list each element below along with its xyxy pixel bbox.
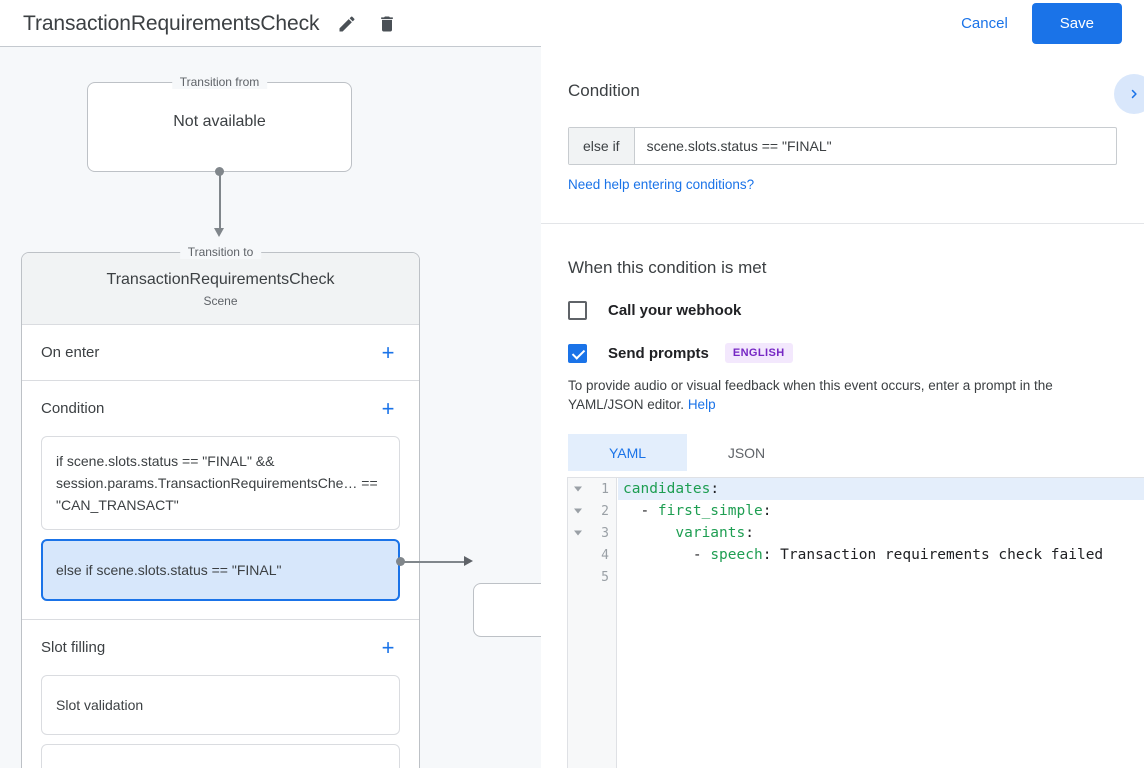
- webhook-checkbox-row[interactable]: Call your webhook: [568, 301, 1117, 320]
- app-header: TransactionRequirementsCheck Cancel Save: [0, 0, 1144, 47]
- scene-name: TransactionRequirementsCheck: [106, 271, 335, 288]
- condition-section: Condition else if Need help entering con…: [541, 47, 1144, 194]
- editor-line-number: 4: [568, 544, 616, 566]
- prompts-help-link[interactable]: Help: [687, 397, 716, 412]
- connector-dot-condition: [396, 557, 405, 566]
- edit-title-button[interactable]: [333, 10, 361, 38]
- language-badge: ENGLISH: [724, 343, 793, 363]
- panel-divider: [541, 223, 1144, 224]
- condition-expression-input[interactable]: [634, 128, 1116, 164]
- transition-from-node[interactable]: Transition from Not available: [87, 75, 352, 172]
- editor-code-line[interactable]: candidates:: [618, 478, 1144, 500]
- cancel-button[interactable]: Cancel: [951, 7, 1018, 40]
- header-divider: [0, 46, 541, 47]
- target-node[interactable]: [473, 583, 541, 637]
- condition-expression-row: else if: [568, 127, 1117, 165]
- tab-yaml[interactable]: YAML: [568, 434, 687, 471]
- tab-json[interactable]: JSON: [727, 444, 766, 461]
- editor-line-number: 3: [568, 522, 616, 544]
- prompts-checkbox-row[interactable]: Send prompts ENGLISH: [568, 343, 1117, 363]
- pencil-icon: [339, 15, 355, 31]
- add-on-enter-button[interactable]: +: [381, 339, 395, 365]
- trash-icon: [381, 16, 394, 31]
- webhook-label: Call your webhook: [608, 302, 742, 319]
- prompts-helper-body: To provide audio or visual feedback when…: [568, 378, 1053, 412]
- connector-line-vertical: [219, 171, 221, 229]
- editor-code-line[interactable]: [618, 566, 1144, 588]
- editor-format-tabs: YAML JSON: [568, 434, 1117, 471]
- condition-item[interactable]: if scene.slots.status == "FINAL" && sess…: [41, 436, 400, 530]
- section-header-slot-filling: Slot filling +: [41, 620, 400, 675]
- expand-panel-button[interactable]: [1114, 74, 1144, 114]
- editor-line-number: 2: [568, 500, 616, 522]
- slot-filling-item[interactable]: TransactionRequirementsCheck: [41, 744, 400, 768]
- condition-prefix: else if: [569, 128, 635, 164]
- condition-item-selected[interactable]: else if scene.slots.status == "FINAL": [41, 539, 400, 601]
- editor-gutter: 1 2 3 4 5: [568, 478, 617, 768]
- editor-code-line[interactable]: - first_simple:: [623, 503, 772, 519]
- page-title: TransactionRequirementsCheck: [23, 11, 320, 35]
- section-title-slot-filling: Slot filling: [41, 639, 106, 656]
- line-number-label: 3: [601, 525, 609, 541]
- line-number-label: 2: [601, 503, 609, 519]
- section-on-enter: On enter +: [22, 324, 419, 380]
- section-condition: Condition + if scene.slots.status == "FI…: [22, 380, 419, 619]
- slot-filling-item[interactable]: Slot validation: [41, 675, 400, 735]
- editor-line-number: 5: [568, 566, 616, 588]
- add-condition-button[interactable]: +: [381, 395, 395, 421]
- scene-card: Transition to TransactionRequirementsChe…: [21, 245, 420, 768]
- line-number-label: 5: [601, 569, 609, 585]
- connector-line-horizontal: [401, 561, 466, 563]
- chevron-right-icon: [1131, 89, 1137, 99]
- when-met-heading: When this condition is met: [568, 258, 767, 277]
- transition-from-value: Not available: [173, 113, 266, 130]
- connector-arrow-down: [214, 228, 224, 237]
- condition-help-link[interactable]: Need help entering conditions?: [568, 177, 755, 192]
- condition-heading: Condition: [568, 81, 640, 100]
- section-slot-filling: Slot filling + Slot validation Transacti…: [22, 619, 419, 768]
- flow-canvas: Transition from Not available Transition…: [0, 47, 541, 768]
- line-number-label: 1: [601, 481, 609, 497]
- connector-arrow-right: [464, 556, 473, 566]
- fold-triangle-icon[interactable]: [574, 486, 582, 492]
- editor-code-area[interactable]: candidates: - first_simple: variants: - …: [618, 478, 1144, 768]
- yaml-editor[interactable]: 1 2 3 4 5 candidates: - first_simple: varian…: [567, 477, 1144, 768]
- delete-button[interactable]: [373, 10, 401, 38]
- save-button[interactable]: Save: [1031, 3, 1122, 44]
- send-prompts-checkbox[interactable]: [568, 343, 587, 363]
- line-number-label: 4: [601, 547, 609, 563]
- scene-type: Scene: [203, 294, 238, 308]
- add-slot-filling-button[interactable]: +: [381, 634, 395, 660]
- section-title-condition: Condition: [41, 400, 105, 417]
- editor-line-number: 1: [568, 478, 616, 500]
- scene-card-header[interactable]: Transition to TransactionRequirementsChe…: [22, 245, 419, 324]
- section-header-on-enter: On enter +: [41, 325, 400, 380]
- send-prompts-label: Send prompts: [608, 344, 709, 362]
- transition-from-legend: Transition from: [171, 75, 268, 89]
- section-header-condition: Condition +: [41, 381, 400, 436]
- editor-code-line[interactable]: variants:: [675, 525, 754, 541]
- prompts-helper-text: To provide audio or visual feedback when…: [568, 376, 1117, 414]
- fold-triangle-icon[interactable]: [574, 530, 582, 536]
- webhook-checkbox[interactable]: [568, 301, 587, 320]
- transition-to-legend: Transition to: [179, 245, 262, 259]
- editor-code-line[interactable]: - speech: Transaction requirements check…: [623, 547, 1104, 563]
- when-met-section: When this condition is met Call your web…: [541, 224, 1144, 471]
- fold-triangle-icon[interactable]: [574, 508, 582, 514]
- section-title-on-enter: On enter: [41, 344, 100, 361]
